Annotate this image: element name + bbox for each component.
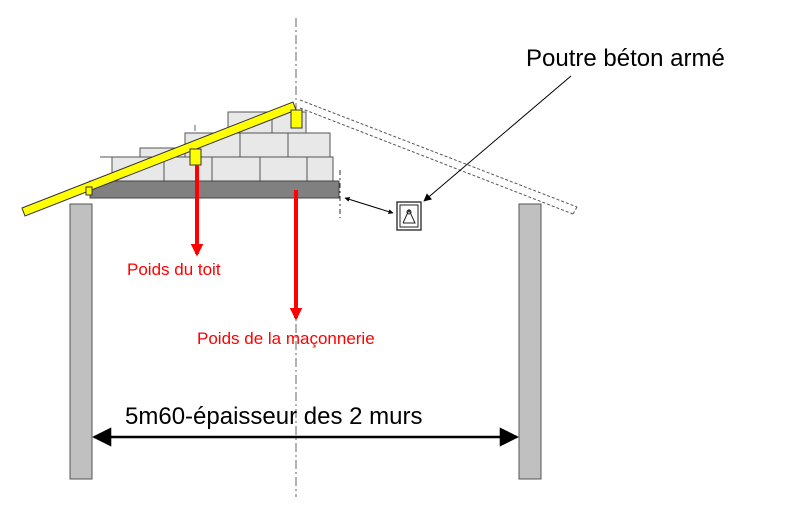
- beam-section-icon: [396, 201, 422, 231]
- floor-slab: [89, 180, 340, 199]
- right-wall: [518, 203, 542, 480]
- span-dimension-label: 5m60-épaisseur des 2 murs: [125, 403, 422, 430]
- masonry-weight-label: Poids de la maçonnerie: [197, 329, 375, 348]
- purlin: [189, 148, 202, 166]
- left-wall: [69, 203, 93, 480]
- beam-leader-line: [423, 75, 572, 202]
- ridge-post: [290, 109, 303, 129]
- roof-weight-label: Poids du toit: [127, 260, 221, 279]
- eave-block: [85, 186, 93, 196]
- slab-to-beam-arrow: [344, 196, 394, 215]
- beam-label: Poutre béton armé: [526, 45, 725, 72]
- right-roof-dashed: [299, 99, 578, 215]
